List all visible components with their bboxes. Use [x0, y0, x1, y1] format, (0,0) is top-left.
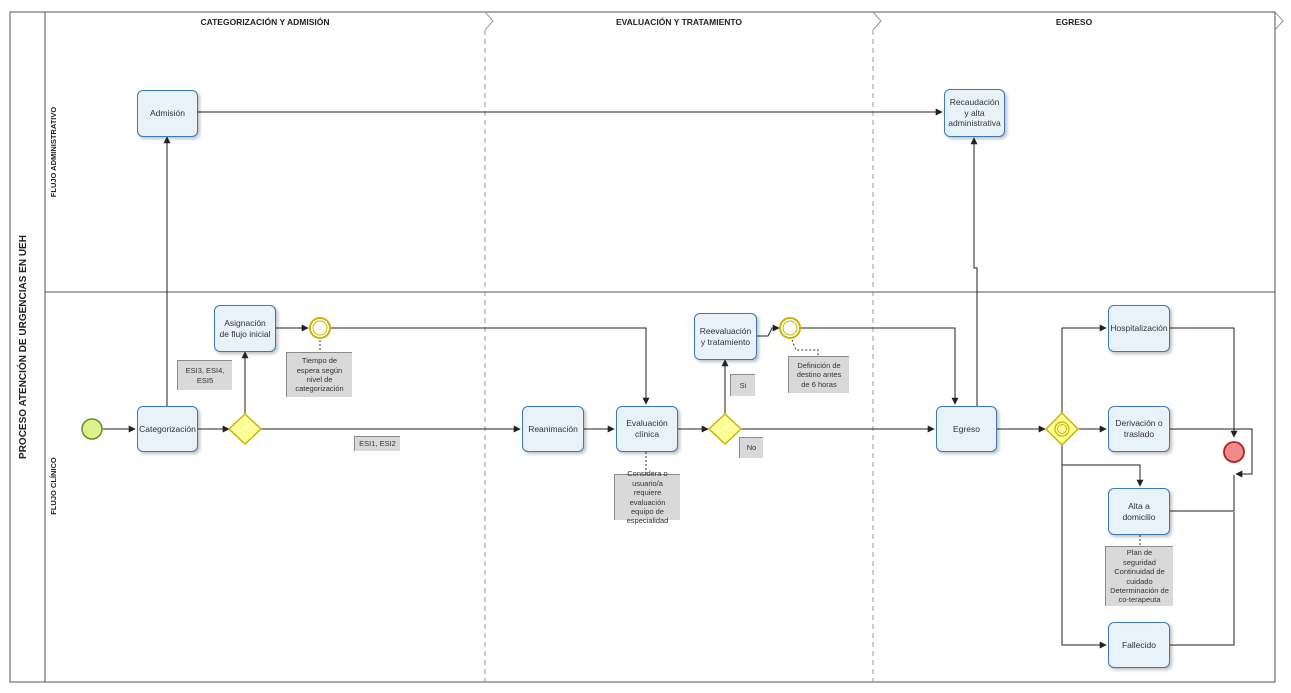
note-considera: Considera o usuario/a requiere evaluació… — [614, 469, 680, 525]
flow-timer-evaluacion — [330, 327, 650, 405]
timer-event-espera — [309, 317, 331, 339]
task-egreso[interactable]: Egreso — [936, 406, 997, 452]
task-derivacion[interactable]: Derivación o traslado — [1108, 406, 1170, 452]
task-fallecido[interactable]: Fallecido — [1108, 622, 1170, 668]
pool-title: PROCESO ATENCIÓN DE URGENCIAS EN UEH — [18, 235, 29, 459]
note-esi12: ESI1, ESI2 — [354, 436, 400, 451]
lane-label-administrativo: FLUJO ADMINISTRATIVO — [49, 106, 58, 198]
task-reevaluacion[interactable]: Reevaluación y tratamiento — [694, 313, 757, 360]
task-alta-domicilio[interactable]: Alta a domicilio — [1108, 488, 1170, 535]
task-admision[interactable]: Admisión — [137, 90, 198, 137]
phase-header-categorizacion: CATEGORIZACIÓN Y ADMISIÓN — [200, 17, 330, 27]
note-tiempo-espera: Tiempo de espera según nivel de categori… — [286, 352, 352, 397]
gateway-exclusive-1 — [227, 412, 263, 446]
sequence-flows — [103, 108, 1253, 649]
phase-chevrons — [484, 11, 1284, 31]
note-si: Si — [730, 374, 755, 396]
flow-timer2-egreso — [801, 327, 959, 405]
flow-gateway3-alta — [1061, 444, 1144, 487]
gateway-exclusive-2 — [707, 412, 743, 446]
flow-egreso-recaudacion — [970, 137, 978, 406]
flow-fallecido-end — [1170, 512, 1235, 646]
task-evaluacion[interactable]: Evaluación clínica — [616, 406, 678, 452]
flow-reevaluacion-timer2 — [757, 324, 780, 337]
flow-hospitalizacion-end — [1170, 327, 1238, 438]
flow-gateway3-fallecido — [1061, 465, 1107, 649]
note-no: No — [739, 437, 763, 458]
task-asignacion[interactable]: Asignación de flujo inicial — [214, 305, 276, 352]
task-reanimacion[interactable]: Reanimación — [522, 406, 584, 452]
flow-alta-end — [1170, 475, 1235, 512]
phase-header-egreso: EGRESO — [1055, 17, 1093, 27]
task-hospitalizacion[interactable]: Hospitalización — [1108, 305, 1170, 352]
flow-gateway3-hospitalizacion — [1061, 324, 1107, 414]
gateway-event-based — [1044, 411, 1080, 447]
flow-derivacion-end — [1170, 428, 1253, 478]
end-event — [1223, 441, 1245, 463]
associations — [319, 339, 1141, 546]
timer-event-destino — [779, 317, 801, 339]
task-recaudacion[interactable]: Recaudación y alta administrativa — [944, 89, 1005, 137]
start-event — [81, 418, 103, 440]
note-definicion-destino: Definición de destino antes de 6 horas — [788, 356, 849, 393]
pool-frame — [9, 11, 1276, 683]
phase-dividers — [484, 30, 874, 682]
phase-header-evaluacion: EVALUACIÓN Y TRATAMIENTO — [615, 17, 743, 27]
task-categorizacion[interactable]: Categorización — [137, 406, 198, 452]
lane-label-clinico: FLUJO CLÍNICO — [49, 457, 58, 515]
note-plan-seguridad: Plan de seguridad Continuidad de cuidado… — [1105, 546, 1173, 606]
note-esi345: ESI3, ESI4, ESI5 — [177, 360, 232, 390]
